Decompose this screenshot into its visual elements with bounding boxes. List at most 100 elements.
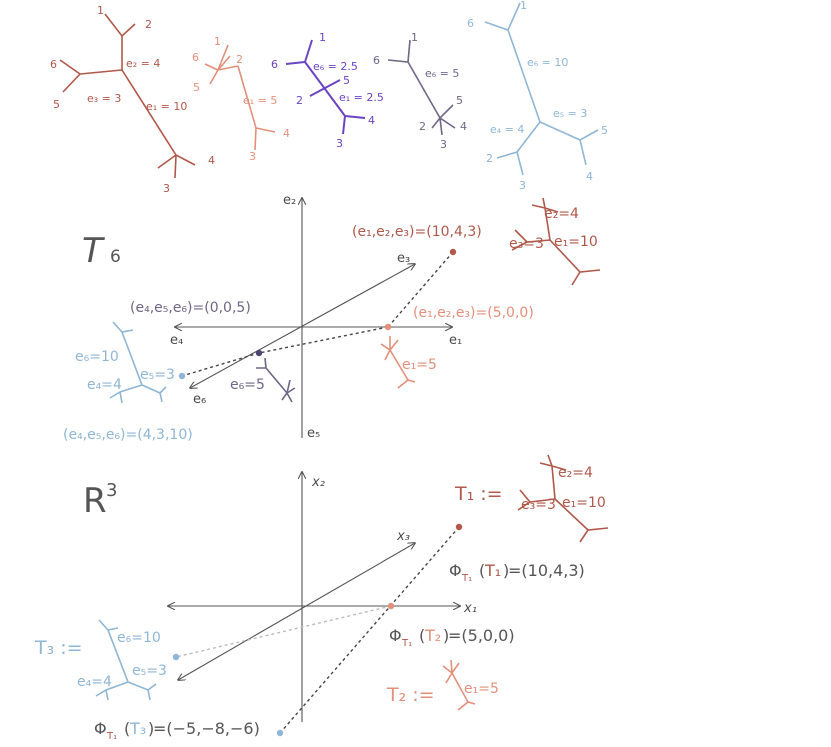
r3-phi-t3-arg: T₃ <box>129 719 146 738</box>
t6-point-red <box>449 248 457 256</box>
r3-blue-e6: e₆=10 <box>117 630 161 646</box>
r3-phi-t3-sub: T₁ <box>106 731 117 742</box>
top-tree-5-leaf-1: 1 <box>520 0 527 12</box>
top-tree-2-e1: e₁ = 5 <box>243 94 277 107</box>
r3-title: R <box>83 481 107 521</box>
r3-salmon-e1: e₁=5 <box>464 681 499 697</box>
r3-blue-e4: e₄=4 <box>77 674 112 690</box>
t6-axis-e4: e₄ <box>170 333 183 348</box>
t6-dashed-blue <box>181 352 260 377</box>
r3-red-e3: e₃=3 <box>521 497 556 513</box>
t6-title-sub: 6 <box>110 247 121 267</box>
top-tree-4-leaf-1: 1 <box>411 31 418 44</box>
t6-dashed-red <box>387 251 454 328</box>
t6-blue-e6: e₆=10 <box>75 349 119 365</box>
t6-label-point-salmon: (e₁,e₂,e₃)=(5,0,0) <box>413 305 534 321</box>
r3-phi-t3-paren-open: ( <box>124 719 130 738</box>
top-tree-2 <box>204 44 276 151</box>
t6-tree-salmon <box>380 336 416 389</box>
r3-point-salmon <box>387 602 395 610</box>
top-tree-1-leaf-4: 4 <box>208 154 215 167</box>
r3-point-phi3 <box>276 729 284 737</box>
top-tree-5-e4: e₄ = 4 <box>490 123 524 136</box>
t6-label-point-slate: (e₄,e₅,e₆)=(0,0,5) <box>130 300 251 316</box>
r3-phi-t1-paren-open: ( <box>479 561 485 580</box>
r3-phi-t2-paren-open: ( <box>419 626 425 645</box>
t6-axis-e3: e₃ <box>397 251 410 266</box>
r3-red-e2: e₂=4 <box>558 465 593 481</box>
top-tree-2-leaf-5: 5 <box>193 81 200 94</box>
r3-phi-t1-paren-close: ) <box>503 561 509 580</box>
top-tree-3-leaf-5: 5 <box>343 74 350 87</box>
top-tree-1-e2: e₂ = 4 <box>126 57 160 70</box>
t6-axis-diagonal <box>190 264 415 388</box>
t6-slate-e6: e₆=5 <box>230 377 265 393</box>
r3-t2-label: T₂ := <box>386 684 435 706</box>
r3-axis-diagonal <box>178 543 415 680</box>
top-tree-5-leaf-6: 6 <box>467 17 474 30</box>
t6-dashed-center <box>258 326 389 354</box>
top-tree-5-e6: e₆ = 10 <box>527 56 568 69</box>
top-tree-3 <box>285 39 366 135</box>
r3-phi-t2-sub: T₁ <box>401 638 412 649</box>
r3-title-sup: 3 <box>106 480 117 501</box>
top-tree-3-leaf-3: 3 <box>336 137 343 150</box>
top-tree-1-leaf-1: 1 <box>97 4 104 17</box>
t6-red-e3: e₃=3 <box>509 236 544 252</box>
r3-red-e1: e₁=10 <box>562 495 606 511</box>
top-tree-2-leaf-2: 2 <box>236 53 243 66</box>
top-tree-5 <box>484 2 599 176</box>
t6-red-e1: e₁=10 <box>554 234 598 250</box>
top-tree-4-leaf-2: 2 <box>419 120 426 133</box>
t6-blue-e4: e₄=4 <box>87 377 122 393</box>
r3-phi-t2-symbol: Φ <box>389 626 402 645</box>
t6-label-point-red: (e₁,e₂,e₃)=(10,4,3) <box>352 224 482 240</box>
t6-axis-e6: e₆ <box>193 392 206 407</box>
t6-axis-e2: e₂ <box>283 193 296 208</box>
r3-phi-t3-value: =(−5,−8,−6) <box>153 719 260 738</box>
top-tree-3-e6: e₆ = 2.5 <box>313 60 358 73</box>
r3-phi-t1-sub: T₁ <box>461 573 472 584</box>
t6-tree-slate <box>256 357 296 403</box>
t6-label-point-blue: (e₄,e₅,e₆)=(4,3,10) <box>63 427 193 443</box>
top-tree-2-leaf-6: 6 <box>192 51 199 64</box>
top-tree-4-e6: e₆ = 5 <box>425 67 459 80</box>
r3-phi-t2-value: =(5,0,0) <box>448 626 515 645</box>
t6-title: T <box>82 231 105 271</box>
top-tree-1-leaf-5: 5 <box>53 98 60 111</box>
r3-dashed-blue <box>175 605 392 658</box>
top-tree-3-leaf-4: 4 <box>368 114 375 127</box>
r3-blue-e5: e₅=3 <box>132 663 167 679</box>
top-tree-1-e3: e₃ = 3 <box>87 92 121 105</box>
top-tree-2-leaf-1: 1 <box>214 35 221 48</box>
r3-t1-label: T₁ := <box>454 483 503 505</box>
top-tree-5-e5: e₅ = 3 <box>553 107 587 120</box>
t6-point-slate <box>255 349 263 357</box>
t6-blue-e5: e₅=3 <box>140 367 175 383</box>
top-tree-3-e1: e₁ = 2.5 <box>339 91 384 104</box>
r3-phi-t1-arg: T₁ <box>484 561 501 580</box>
top-tree-2-leaf-4: 4 <box>283 127 290 140</box>
top-tree-1-leaf-6: 6 <box>50 58 57 71</box>
top-tree-1-leaf-2: 2 <box>145 18 152 31</box>
r3-tree-red <box>517 454 609 543</box>
r3-tree-blue <box>95 619 157 701</box>
r3-phi-t2-arg: T₂ <box>424 626 441 645</box>
r3-tree-salmon <box>442 659 476 711</box>
t6-panel: T 6 e₂ e₃ e₁ e₄ e₆ e₅ (e₁,e₂,e₃)=(10,4,3… <box>63 193 601 443</box>
r3-phi-t3-paren-close: ) <box>148 719 154 738</box>
t6-salmon-e1: e₁=5 <box>402 357 437 373</box>
top-tree-4-leaf-5: 5 <box>456 94 463 107</box>
r3-phi-t1-value: =(10,4,3) <box>508 561 585 580</box>
top-tree-2-leaf-3: 3 <box>249 150 256 163</box>
r3-point-red <box>455 523 463 531</box>
top-tree-4-leaf-6: 6 <box>373 54 380 67</box>
top-tree-5-leaf-4: 4 <box>586 170 593 183</box>
r3-axis-x3: x₃ <box>396 529 410 544</box>
r3-point-blue <box>172 653 180 661</box>
top-tree-4-leaf-4: 4 <box>460 120 467 133</box>
top-tree-1 <box>59 13 196 179</box>
t6-axis-e5: e₅ <box>307 426 320 441</box>
top-tree-3-leaf-1: 1 <box>319 31 326 44</box>
